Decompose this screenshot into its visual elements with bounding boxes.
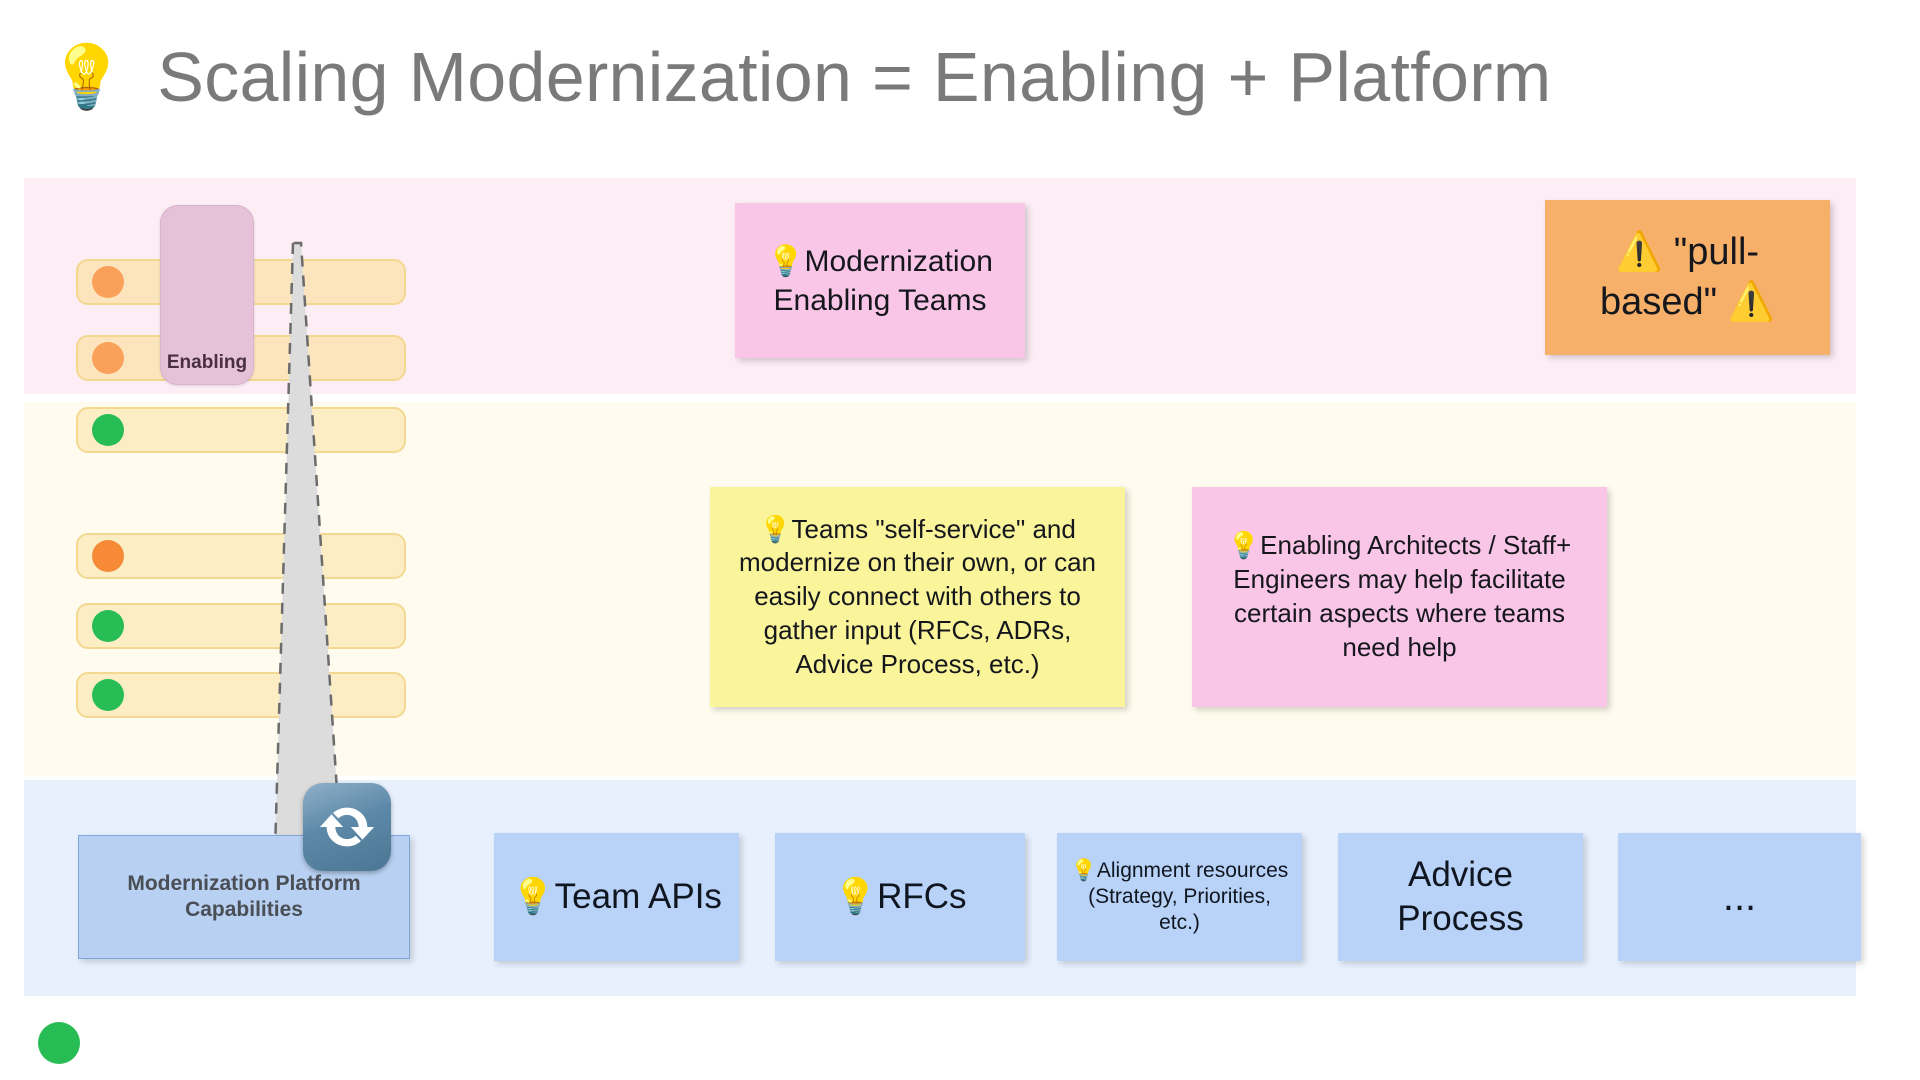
capability-more[interactable]: ... bbox=[1618, 833, 1861, 961]
modernization-platform-capabilities-box[interactable]: Modernization Platform Capabilities bbox=[78, 835, 410, 959]
team-row[interactable] bbox=[76, 533, 406, 579]
team-row[interactable] bbox=[76, 672, 406, 718]
capability-team-apis[interactable]: 💡Team APIs bbox=[494, 833, 739, 961]
status-dot-green bbox=[92, 414, 124, 446]
status-dot-orange bbox=[92, 540, 124, 572]
note-self-service[interactable]: 💡Teams "self-service" and modernize on t… bbox=[710, 487, 1125, 707]
note-pull-based-warning[interactable]: ⚠️ "pull-based" ⚠️ bbox=[1545, 200, 1830, 355]
note-modernization-enabling-teams[interactable]: 💡Modernization Enabling Teams bbox=[735, 203, 1025, 358]
capability-advice-process[interactable]: Advice Process bbox=[1338, 833, 1583, 961]
note-enabling-architects[interactable]: 💡Enabling Architects / Staff+ Engineers … bbox=[1192, 487, 1607, 707]
team-row[interactable] bbox=[76, 603, 406, 649]
title-text: Scaling Modernization = Enabling + Platf… bbox=[157, 38, 1552, 116]
capability-alignment-resources[interactable]: 💡Alignment resources (Strategy, Prioriti… bbox=[1057, 833, 1302, 961]
refresh-sync-glyph bbox=[319, 807, 375, 847]
enabling-overlay-label: Enabling bbox=[166, 352, 248, 373]
team-row[interactable] bbox=[76, 407, 406, 453]
page-title: 💡 Scaling Modernization = Enabling + Pla… bbox=[0, 22, 1920, 132]
status-dot-orange bbox=[92, 266, 124, 298]
capability-rfcs[interactable]: 💡RFCs bbox=[775, 833, 1025, 961]
lightbulb-icon: 💡 bbox=[48, 40, 126, 113]
status-dot-green bbox=[92, 610, 124, 642]
refresh-sync-icon[interactable] bbox=[303, 783, 391, 871]
legend-status-dot-green bbox=[38, 1022, 80, 1064]
status-dot-green bbox=[92, 679, 124, 711]
status-dot-orange bbox=[92, 342, 124, 374]
enabling-overlay-box[interactable]: Enabling bbox=[160, 205, 254, 385]
dashed-funnel-shape bbox=[273, 241, 343, 853]
